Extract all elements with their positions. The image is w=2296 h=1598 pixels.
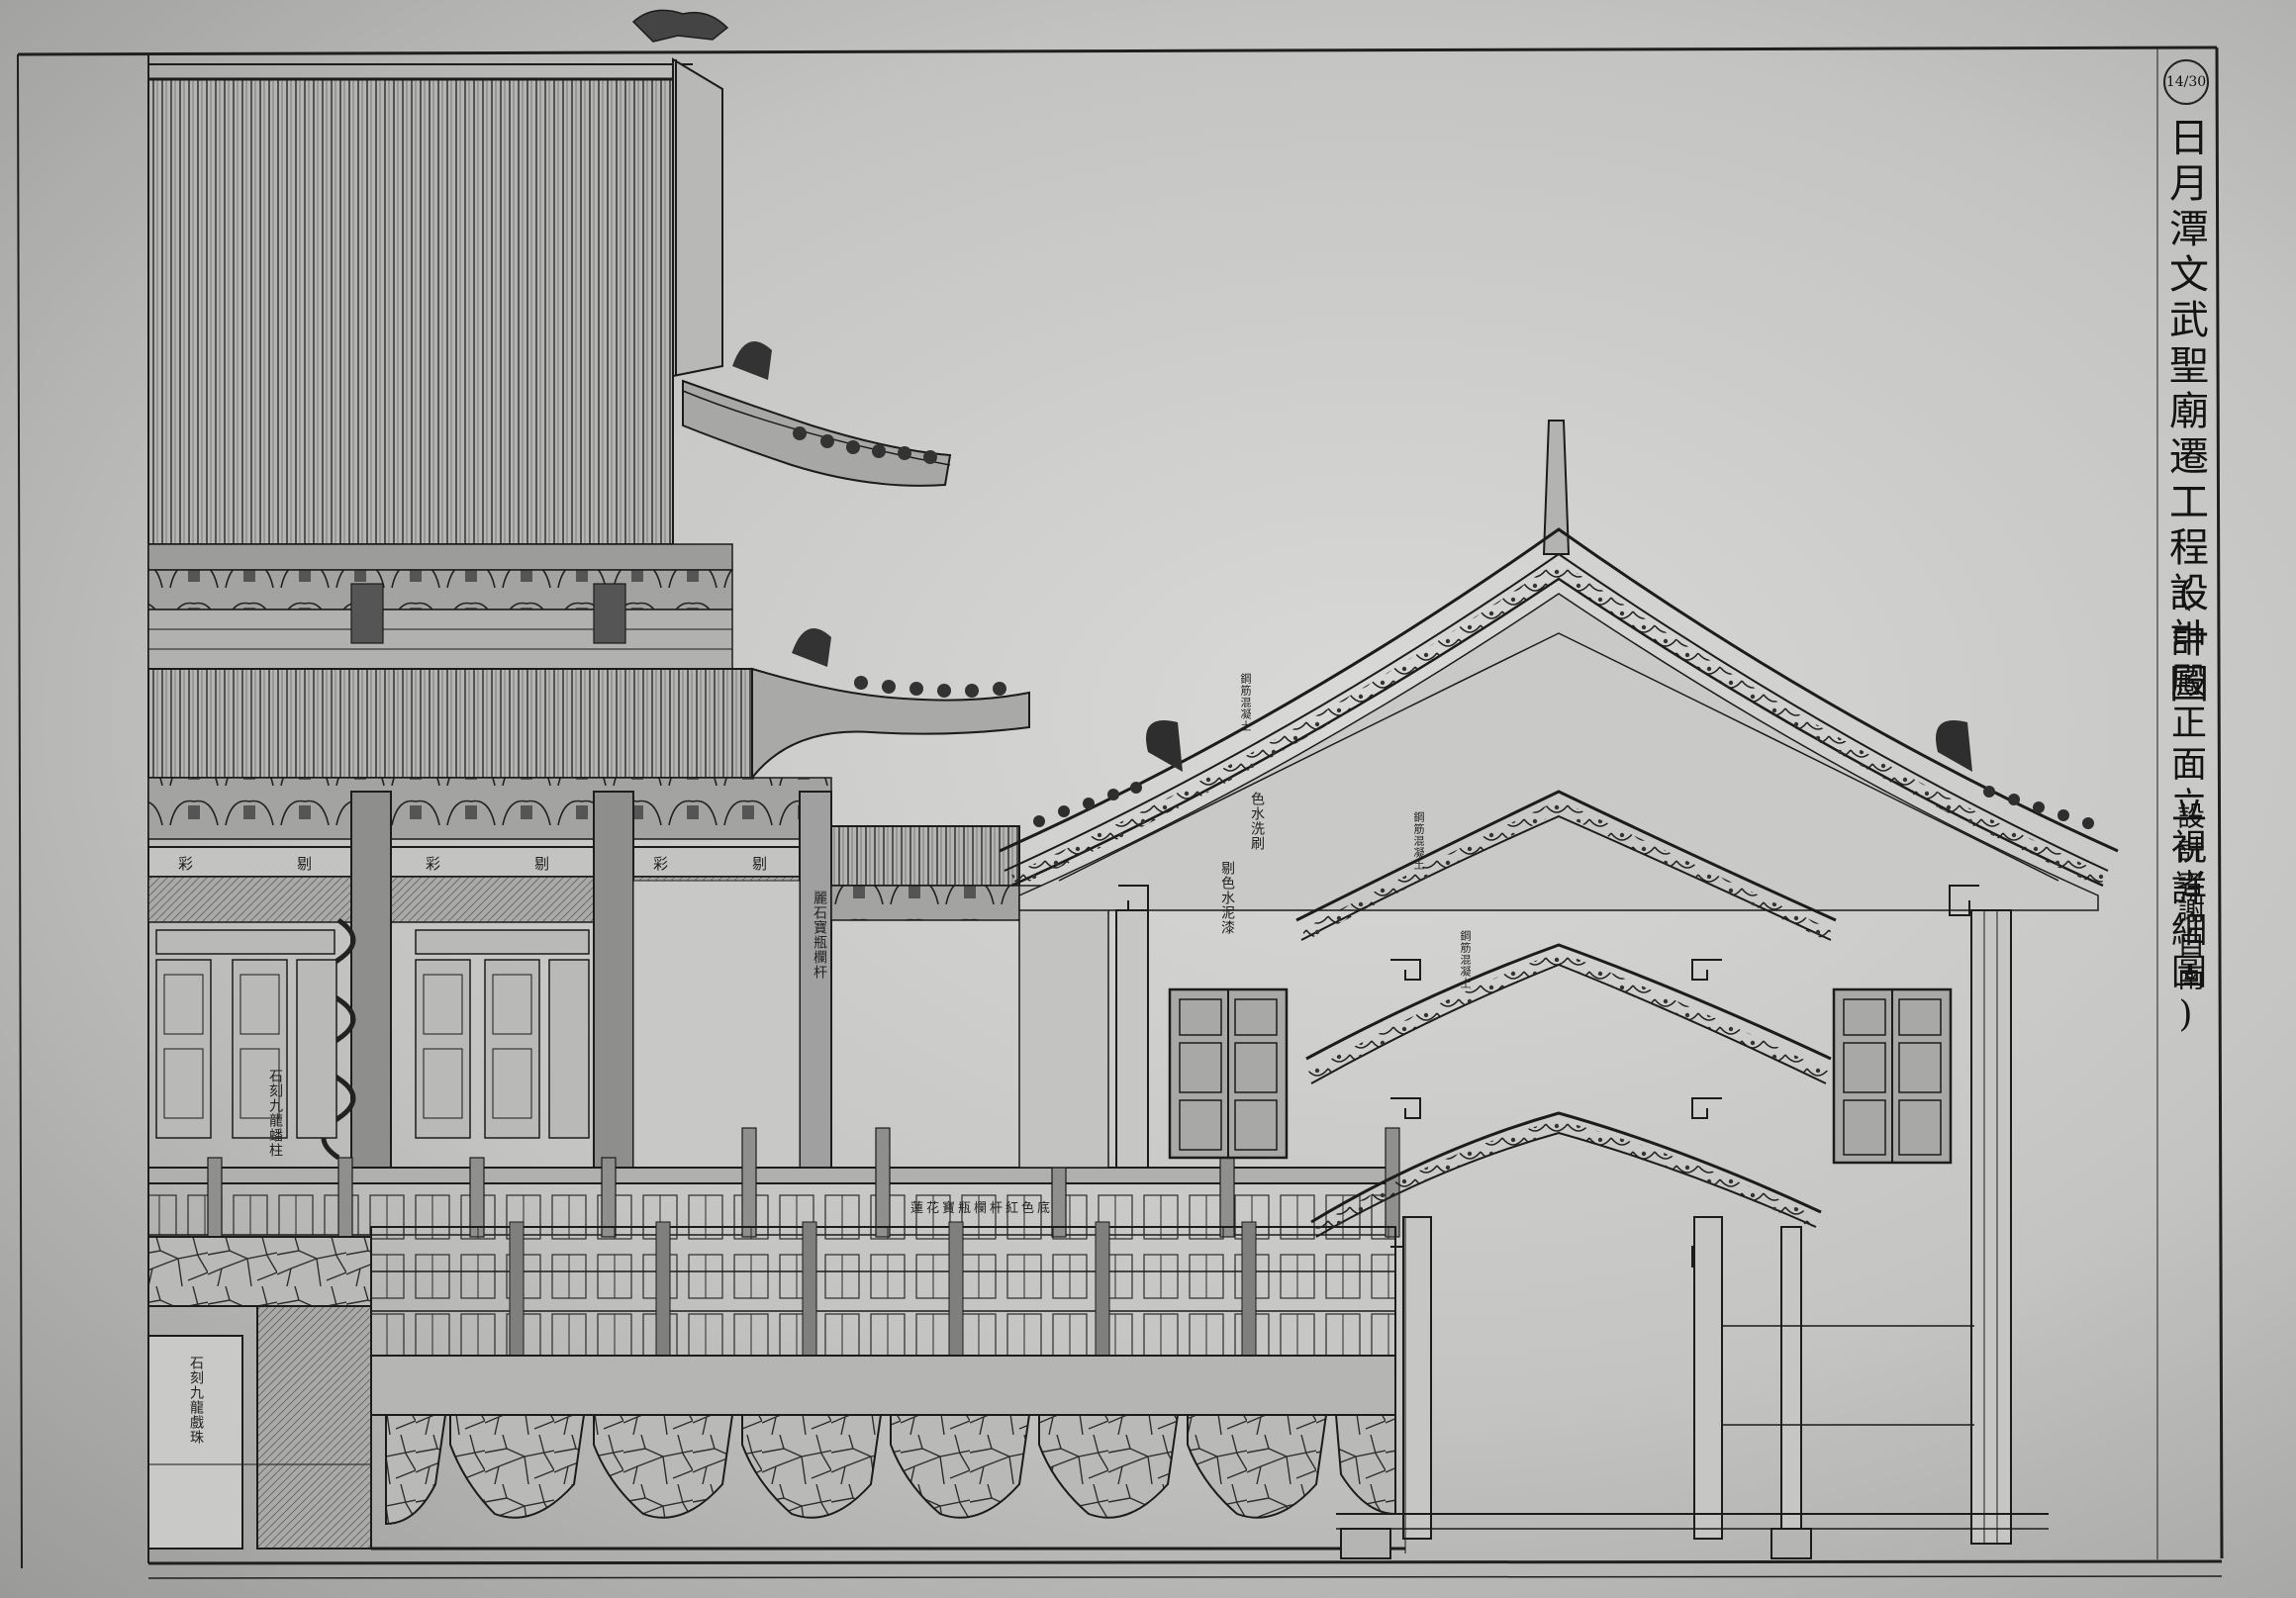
fascia-label: 彩 — [426, 855, 444, 873]
designer-name: 謝自南 — [2173, 895, 2206, 996]
fascia-label: 剔 — [752, 855, 771, 873]
lower-gable-note: 剔色水泥漆 — [1219, 861, 1235, 935]
dimension-lines — [147, 1458, 372, 1470]
drawing-subtitle: (中殿正面立視詳細圖) — [2165, 574, 2206, 1041]
dragon-column-note: 石刻九龍蟠柱 — [267, 1069, 283, 1158]
gable-note: 色水洗刷 — [1249, 792, 1265, 851]
fascia-label: 剔 — [297, 855, 316, 873]
fascia-label: 彩 — [653, 855, 672, 873]
drawing-title: 日月潭文武聖廟遷工程設計圖 — [2162, 117, 2208, 708]
designer-label: 設計者 — [2173, 801, 2206, 902]
main-hall — [147, 9, 1030, 1169]
terrace — [147, 1127, 1405, 1551]
balustrade-note: 麗石寶瓶欄杆 — [812, 891, 827, 980]
roof-ridge-note: 鋼筋混凝土 — [1459, 930, 1472, 989]
side-pavilion — [830, 825, 1109, 1169]
fascia-label: 剔 — [534, 855, 553, 873]
sheet-number: 14/30 — [2163, 59, 2209, 105]
stair-note: 石刻九龍戲珠 — [188, 1356, 204, 1445]
gable-elevation — [999, 420, 2119, 1559]
roof-ridge-note: 鋼筋混凝土 — [1412, 811, 1425, 871]
fascia-label: 彩 — [178, 855, 197, 873]
railing-note: 蓮花寶瓶欄杆紅色底 — [910, 1201, 1054, 1216]
roof-ridge-note: 鋼筋混凝土 — [1239, 673, 1252, 732]
